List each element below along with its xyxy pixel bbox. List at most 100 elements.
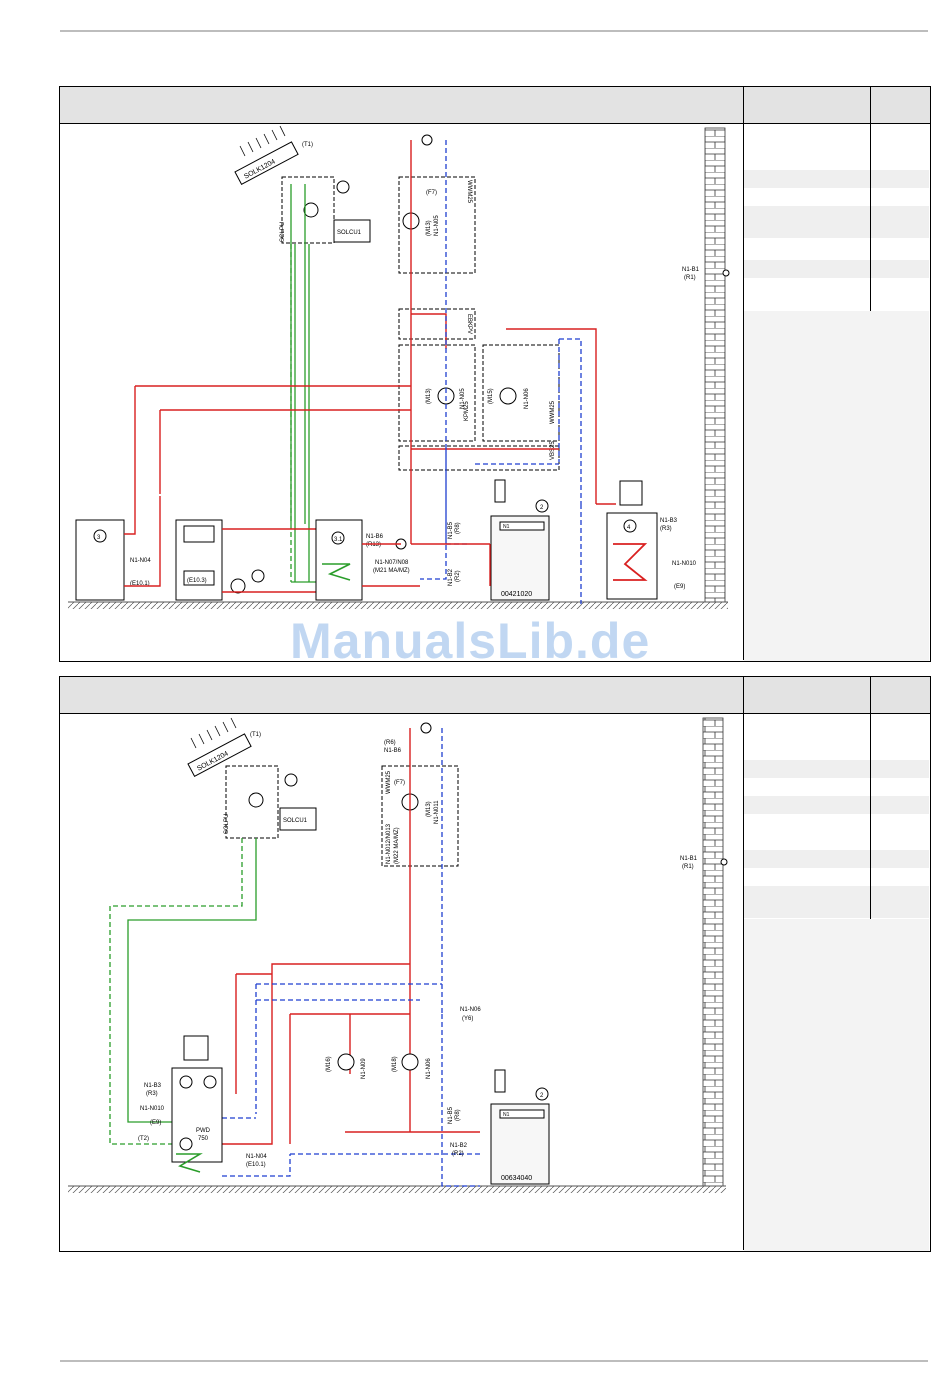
- svg-text:(R3): (R3): [146, 1091, 158, 1097]
- hydraulic-diagram-1: SOLK1204 (T1) SOLPU SOLCU1 WWM25 (F7) (M…: [68, 125, 730, 609]
- dhw-module: [381, 765, 459, 867]
- svg-text:SOLPU: SOLPU: [224, 814, 230, 834]
- svg-text:N1-B5: N1-B5: [448, 1106, 454, 1124]
- svg-text:(M16): (M16): [326, 1056, 332, 1072]
- svg-text:(E9): (E9): [674, 584, 685, 590]
- top-rule: [60, 30, 928, 32]
- svg-text:(R3): (R3): [660, 526, 672, 532]
- solar-station: [281, 176, 335, 244]
- solar-station: [225, 765, 279, 839]
- svg-text:2: 2: [540, 505, 544, 511]
- power-switch-icon: [494, 479, 506, 503]
- svg-text:(F7): (F7): [426, 190, 437, 196]
- ebkpv-module: [398, 308, 476, 340]
- svg-text:N1-N09: N1-N09: [361, 1058, 367, 1079]
- svg-text:(M13): (M13): [426, 220, 432, 236]
- building-wall: [704, 127, 726, 603]
- svg-text:N1: N1: [503, 1112, 510, 1118]
- svg-text:(R6): (R6): [384, 740, 396, 746]
- svg-text:KPM25: KPM25: [464, 401, 470, 421]
- panel-2-legend: [744, 714, 929, 1251]
- svg-text:N1-B3: N1-B3: [144, 1083, 162, 1089]
- ground-hatch: [68, 1186, 726, 1193]
- svg-text:3: 3: [97, 535, 101, 541]
- svg-text:(M21 MA/MZ): (M21 MA/MZ): [373, 568, 410, 574]
- svg-text:750: 750: [198, 1136, 209, 1142]
- svg-text:(R13): (R13): [366, 542, 381, 548]
- svg-text:N1: N1: [503, 524, 510, 530]
- svg-text:N1-N05: N1-N05: [460, 388, 466, 409]
- svg-text:N1-B6: N1-B6: [366, 534, 384, 540]
- svg-text:N1-B6: N1-B6: [384, 748, 402, 754]
- svg-text:N1-B2: N1-B2: [450, 1143, 468, 1149]
- svg-text:(M13): (M13): [426, 388, 432, 404]
- svg-text:00634040: 00634040: [501, 1175, 532, 1182]
- svg-text:N1-B2: N1-B2: [448, 568, 454, 586]
- svg-text:(M22 MA/MZ): (M22 MA/MZ): [394, 827, 400, 864]
- svg-text:N1-N04: N1-N04: [130, 558, 151, 564]
- svg-text:(T2): (T2): [138, 1136, 149, 1142]
- bottom-rule: [60, 1360, 928, 1362]
- diagram-panel-1: SOLK1204 (T1) SOLPU SOLCU1 WWM25 (F7) (M…: [59, 86, 931, 662]
- svg-text:N1-N011: N1-N011: [434, 800, 440, 824]
- svg-text:N1-N04: N1-N04: [246, 1154, 267, 1160]
- svg-text:(E10.1): (E10.1): [246, 1162, 266, 1168]
- svg-text:(R2): (R2): [452, 1151, 464, 1157]
- svg-text:(R8): (R8): [455, 522, 461, 534]
- svg-text:(Y6): (Y6): [462, 1016, 473, 1022]
- svg-text:N1-N06: N1-N06: [524, 388, 530, 409]
- svg-text:N1-B1: N1-B1: [680, 856, 698, 862]
- svg-text:N1-N06: N1-N06: [426, 1058, 432, 1079]
- svg-text:(F7): (F7): [394, 780, 405, 786]
- panel-1-legend: [744, 124, 929, 661]
- diagram-panel-2: SOLK1204 (T1) SOLPU SOLCU1 (R6) N1-B6 WW…: [59, 676, 931, 1252]
- svg-text:N1-N012/N013: N1-N012/N013: [386, 823, 392, 864]
- svg-text:EBKPV: EBKPV: [466, 314, 472, 334]
- watermark: ManualsLib.de: [290, 613, 651, 669]
- svg-text:(T1): (T1): [302, 142, 313, 148]
- solar-controller: [279, 807, 317, 831]
- heating-module: [398, 344, 476, 442]
- building-wall: [702, 717, 724, 1187]
- svg-text:(T1): (T1): [250, 732, 261, 738]
- svg-text:N1-N010: N1-N010: [672, 561, 697, 567]
- svg-text:(R1): (R1): [682, 864, 694, 870]
- dhw-module: [398, 176, 476, 274]
- svg-text:(R8): (R8): [455, 1109, 461, 1121]
- svg-text:SOLCU1: SOLCU1: [337, 230, 362, 236]
- svg-text:(M13): (M13): [426, 801, 432, 817]
- svg-text:PWD: PWD: [196, 1128, 211, 1134]
- svg-text:N1-N06: N1-N06: [460, 1007, 481, 1013]
- svg-text:2: 2: [540, 1093, 544, 1099]
- svg-text:(E10.3): (E10.3): [187, 578, 207, 584]
- svg-text:(M18): (M18): [392, 1056, 398, 1072]
- power-switch-icon: [494, 1069, 506, 1093]
- shower-icon: [619, 480, 643, 506]
- shower-icon: [183, 1035, 209, 1061]
- svg-text:N1-B1: N1-B1: [682, 267, 700, 273]
- svg-text:N1-N05: N1-N05: [434, 215, 440, 236]
- svg-text:N1-N010: N1-N010: [140, 1106, 165, 1112]
- second-module: [482, 344, 560, 442]
- distributor: [398, 445, 560, 471]
- svg-text:(R2): (R2): [455, 570, 461, 582]
- svg-text:WWM25: WWM25: [386, 770, 392, 794]
- svg-text:(E9): (E9): [150, 1120, 161, 1126]
- svg-text:N1-B3: N1-B3: [660, 518, 678, 524]
- panel-2-header: [60, 677, 930, 714]
- svg-text:WWM25: WWM25: [550, 400, 556, 424]
- hydraulic-diagram-2: SOLK1204 (T1) SOLPU SOLCU1 (R6) N1-B6 WW…: [68, 717, 728, 1193]
- svg-text:(R1): (R1): [684, 275, 696, 281]
- svg-text:(E10.1): (E10.1): [130, 581, 150, 587]
- svg-text:SOLCU1: SOLCU1: [283, 818, 308, 824]
- solar-collector: SOLK1204: [234, 141, 299, 185]
- ground-hatch: [68, 602, 728, 609]
- svg-text:(M15): (M15): [488, 388, 494, 404]
- solar-controller: [333, 219, 371, 243]
- svg-text:3.1: 3.1: [334, 537, 343, 543]
- panel-1-header: [60, 87, 930, 124]
- svg-text:WWM25: WWM25: [466, 180, 472, 204]
- svg-text:00421020: 00421020: [501, 591, 532, 598]
- svg-text:N1-B5: N1-B5: [448, 521, 454, 539]
- svg-text:VBS25: VBS25: [550, 441, 556, 460]
